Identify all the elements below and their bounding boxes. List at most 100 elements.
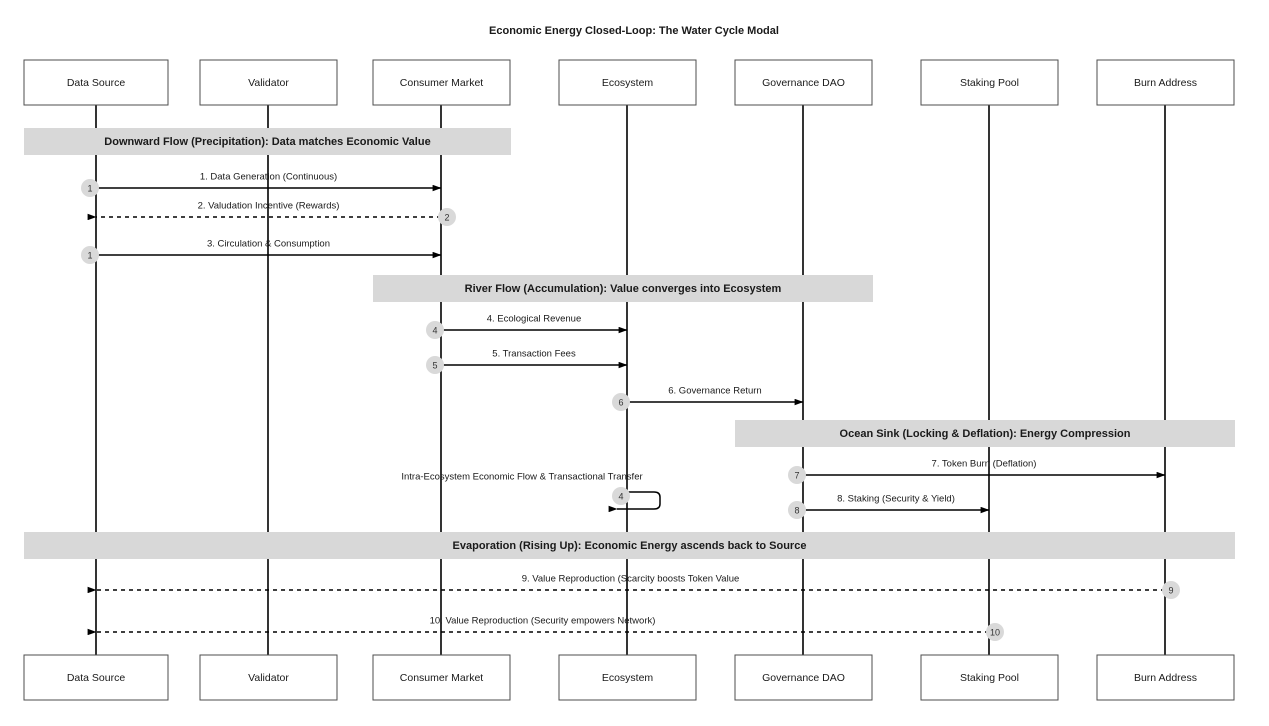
- band-evaporation-label: Evaporation (Rising Up): Economic Energy…: [453, 540, 807, 552]
- participant-burn-address-bottom[interactable]: Burn Address: [1096, 654, 1235, 701]
- msg-self-ecosystem-badge-circle: [612, 487, 630, 505]
- band-ocean-sink: Ocean Sink (Locking & Deflation): Energy…: [735, 420, 1235, 447]
- self-message-layer: Intra-Ecosystem Economic Flow & Transact…: [401, 472, 661, 513]
- msg-4: 4. Ecological Revenue 4: [426, 314, 628, 339]
- participant-label-ecosystem-bottom: Ecosystem: [602, 672, 654, 684]
- band-ocean-sink-background: [735, 420, 1235, 447]
- participant-box-ecosystem-top[interactable]: [558, 59, 697, 106]
- band-river-flow: River Flow (Accumulation): Value converg…: [373, 275, 873, 302]
- msg-5: 5. Transaction Fees 5: [426, 349, 628, 374]
- participant-box-burn-address-bottom[interactable]: [1096, 654, 1235, 701]
- participant-label-governance-dao-top: Governance DAO: [762, 77, 845, 89]
- participant-box-validator-top[interactable]: [199, 59, 338, 106]
- participant-label-ecosystem-top: Ecosystem: [602, 77, 654, 89]
- band-ocean-sink-label: Ocean Sink (Locking & Deflation): Energy…: [840, 428, 1131, 440]
- participant-label-governance-dao-bottom: Governance DAO: [762, 672, 845, 684]
- msg-4-label: 4. Ecological Revenue: [487, 314, 582, 325]
- msg-3-badge-text: 1: [87, 251, 92, 261]
- msg-9-badge-text: 9: [1168, 586, 1173, 596]
- participant-staking-pool-top[interactable]: Staking Pool: [920, 59, 1059, 106]
- participant-governance-dao-bottom[interactable]: Governance DAO: [734, 654, 873, 701]
- band-evaporation: Evaporation (Rising Up): Economic Energy…: [24, 532, 1235, 559]
- msg-6: 6. Governance Return 6: [612, 386, 804, 411]
- participant-validator-bottom[interactable]: Validator: [199, 654, 338, 701]
- msg-6-label: 6. Governance Return: [668, 386, 761, 397]
- participant-label-consumer-market-top: Consumer Market: [400, 77, 484, 89]
- band-precipitation-background: [24, 128, 511, 155]
- msg-4-badge-text: 4: [432, 326, 437, 336]
- msg-7-badge-text: 7: [794, 471, 799, 481]
- msg-5-label: 5. Transaction Fees: [492, 349, 576, 360]
- band-evaporation-background: [24, 532, 1235, 559]
- participant-box-staking-pool-bottom[interactable]: [920, 654, 1059, 701]
- msg-1-label: 1. Data Generation (Continuous): [200, 172, 337, 183]
- msg-3-badge-circle: [81, 246, 99, 264]
- msg-1-badge-text: 1: [87, 184, 92, 194]
- participant-label-consumer-market-bottom: Consumer Market: [400, 672, 484, 684]
- msg-self-ecosystem: Intra-Ecosystem Economic Flow & Transact…: [401, 472, 661, 513]
- msg-8: 8. Staking (Security & Yield) 8: [788, 494, 990, 519]
- participant-staking-pool-bottom[interactable]: Staking Pool: [920, 654, 1059, 701]
- msg-self-ecosystem-badge-text: 4: [618, 492, 623, 502]
- msg-7-label: 7. Token Burn (Deflation): [932, 459, 1037, 470]
- msg-6-badge-text: 6: [618, 398, 623, 408]
- participant-box-staking-pool-top[interactable]: [920, 59, 1059, 106]
- msg-2-badge-text: 2: [444, 213, 449, 223]
- participant-label-staking-pool-top: Staking Pool: [960, 77, 1019, 89]
- msg-8-label: 8. Staking (Security & Yield): [837, 494, 955, 505]
- section-bands-layer: Downward Flow (Precipitation): Data matc…: [24, 128, 1235, 559]
- participant-box-data-source-top[interactable]: [23, 59, 169, 106]
- participant-box-governance-dao-bottom[interactable]: [734, 654, 873, 701]
- msg-1: 1. Data Generation (Continuous) 1: [81, 172, 442, 197]
- msg-7: 7. Token Burn (Deflation) 7: [788, 459, 1166, 484]
- participant-box-validator-bottom[interactable]: [199, 654, 338, 701]
- band-river-flow-background: [373, 275, 873, 302]
- participant-box-data-source-bottom[interactable]: [23, 654, 169, 701]
- participant-governance-dao-top[interactable]: Governance DAO: [734, 59, 873, 106]
- msg-6-badge-circle: [612, 393, 630, 411]
- participant-validator-top[interactable]: Validator: [199, 59, 338, 106]
- msg-10-badge-text: 10: [990, 628, 1000, 638]
- msg-2: 2. Valudation Incentive (Rewards) 2: [87, 201, 456, 226]
- participant-data-source-top[interactable]: Data Source: [23, 59, 169, 106]
- band-precipitation: Downward Flow (Precipitation): Data matc…: [24, 128, 511, 155]
- messages-layer: 1. Data Generation (Continuous) 1 2. Valud…: [81, 172, 1180, 641]
- participant-consumer-market-bottom[interactable]: Consumer Market: [372, 654, 511, 701]
- msg-9: 9. Value Reproduction (Scarcity boosts T…: [87, 574, 1180, 599]
- band-river-flow-label: River Flow (Accumulation): Value converg…: [465, 283, 782, 295]
- msg-9-badge-circle: [1162, 581, 1180, 599]
- msg-4-badge-circle: [426, 321, 444, 339]
- participant-box-burn-address-top[interactable]: [1096, 59, 1235, 106]
- msg-3-label: 3. Circulation & Consumption: [207, 239, 330, 250]
- participant-burn-address-top[interactable]: Burn Address: [1096, 59, 1235, 106]
- participant-box-consumer-market-top[interactable]: [372, 59, 511, 106]
- msg-8-badge-circle: [788, 501, 806, 519]
- msg-10-badge-circle: [986, 623, 1004, 641]
- participant-data-source-bottom[interactable]: Data Source: [23, 654, 169, 701]
- msg-7-badge-circle: [788, 466, 806, 484]
- participant-box-consumer-market-bottom[interactable]: [372, 654, 511, 701]
- msg-8-badge-text: 8: [794, 506, 799, 516]
- msg-2-label: 2. Valudation Incentive (Rewards): [198, 201, 340, 212]
- participant-label-staking-pool-bottom: Staking Pool: [960, 672, 1019, 684]
- participant-box-ecosystem-bottom[interactable]: [558, 654, 697, 701]
- msg-2-badge-circle: [438, 208, 456, 226]
- participant-box-governance-dao-top[interactable]: [734, 59, 873, 106]
- participant-label-validator-top: Validator: [248, 77, 289, 89]
- msg-self-ecosystem-loop-path: [608, 491, 661, 513]
- participant-consumer-market-top[interactable]: Consumer Market: [372, 59, 511, 106]
- msg-10-label: 10. Value Reproduction (Security empower…: [430, 616, 656, 627]
- participant-label-data-source-bottom: Data Source: [67, 672, 126, 684]
- msg-5-badge-text: 5: [432, 361, 437, 371]
- diagram-title: Economic Energy Closed-Loop: The Water C…: [489, 25, 779, 37]
- msg-3: 3. Circulation & Consumption 1: [81, 239, 442, 264]
- participant-label-data-source-top: Data Source: [67, 77, 126, 89]
- participant-ecosystem-top[interactable]: Ecosystem: [558, 59, 697, 106]
- msg-10: 10. Value Reproduction (Security empower…: [87, 616, 1004, 641]
- participant-ecosystem-bottom[interactable]: Ecosystem: [558, 654, 697, 701]
- lifelines-layer: [95, 105, 1166, 655]
- participant-label-burn-address-top: Burn Address: [1134, 77, 1197, 89]
